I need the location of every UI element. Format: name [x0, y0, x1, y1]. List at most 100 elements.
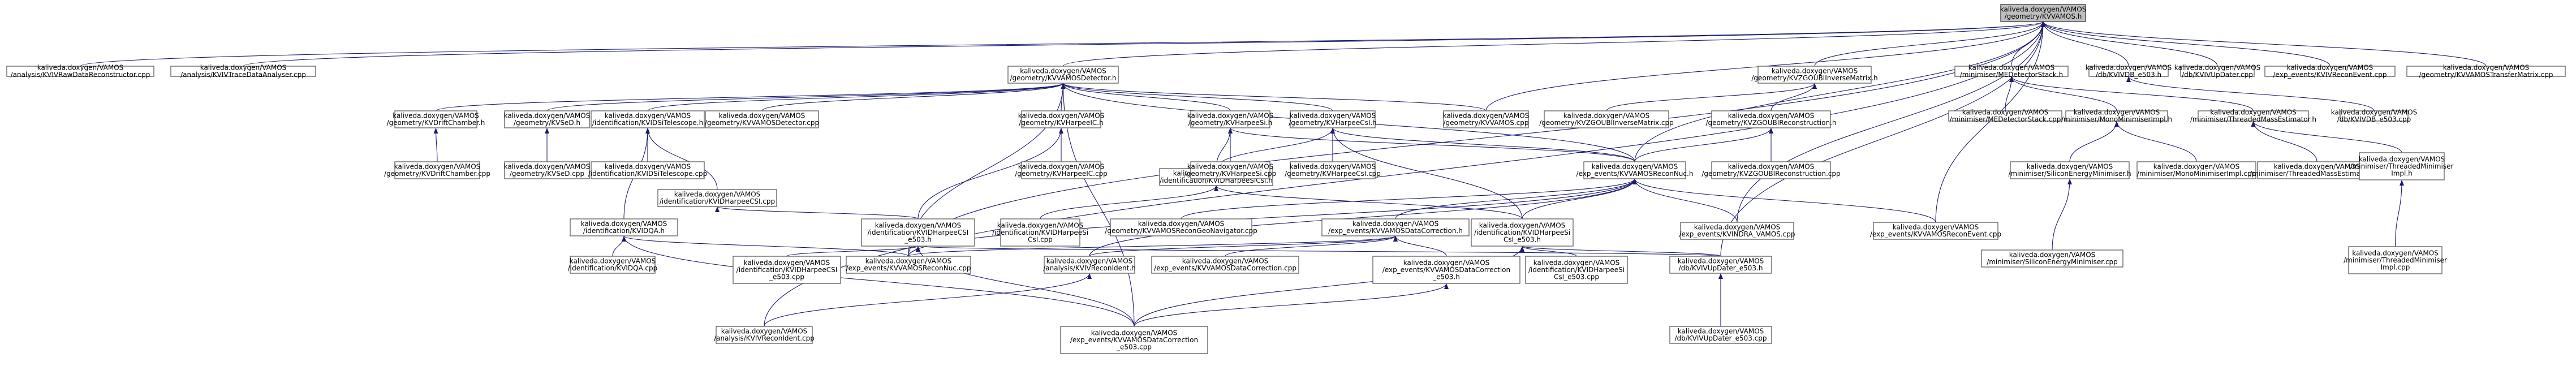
node-label-line: /minimiser/MonoMinimiserImpl.cpp — [2137, 170, 2256, 178]
file-node-recongeo_cpp[interactable]: kaliveda.doxygen/VAMOS/geometry/KVVAMOSR… — [1105, 218, 1257, 236]
node-box — [394, 161, 480, 179]
file-node-harpeecsi_e503_cpp[interactable]: kaliveda.doxygen/VAMOS/identification/KV… — [733, 256, 841, 284]
file-node-monomin_h[interactable]: kaliveda.doxygen/VAMOS/minimiser/MonoMin… — [2061, 109, 2172, 124]
edge-harpeecsi_e503_h-to-harpeecsi_id_cpp — [715, 206, 919, 219]
node-label-line: kaliveda.doxygen/VAMOS — [605, 112, 691, 120]
file-node-reconnuc_cpp[interactable]: kaliveda.doxygen/VAMOS/exp_events/KVVAMO… — [846, 256, 971, 274]
file-node-upd_cpp[interactable]: kaliveda.doxygen/VAMOS/db/KVIVUpDater.cp… — [2174, 64, 2261, 79]
file-node-recon_evt_cpp[interactable]: kaliveda.doxygen/VAMOS/exp_events/KVIVRe… — [2264, 64, 2396, 79]
node-box — [1321, 218, 1470, 236]
file-node-monomin_cpp[interactable]: kaliveda.doxygen/VAMOS/minimiser/MonoMin… — [2136, 161, 2256, 179]
file-node-sed_h[interactable]: kaliveda.doxygen/VAMOS/geometry/KVSeD.h — [504, 110, 591, 128]
file-node-zgoubi_rec_cpp[interactable]: kaliveda.doxygen/VAMOS/geometry/KVZGOUBI… — [1701, 161, 1841, 179]
file-node-harpeesi_csi_cpp[interactable]: kaliveda.doxygen/VAMOS/identification/KV… — [992, 218, 1088, 247]
file-node-ssi_tel_h[interactable]: kaliveda.doxygen/VAMOS/identification/KV… — [591, 110, 705, 128]
file-node-si_energy_cpp[interactable]: kaliveda.doxygen/VAMOS/minimiser/Silicon… — [1981, 249, 2123, 268]
node-label-line: kaliveda.doxygen/VAMOS — [1592, 163, 1678, 171]
node-label-line: kaliveda.doxygen/VAMOS — [1772, 67, 1858, 75]
file-node-harpeeic_h[interactable]: kaliveda.doxygen/VAMOS/geometry/KVHarpee… — [1018, 110, 1105, 128]
node-box — [2406, 66, 2566, 77]
file-node-datacorr_e503_h[interactable]: kaliveda.doxygen/VAMOS/exp_events/KVVAMO… — [1372, 256, 1520, 284]
node-label-line: kaliveda.doxygen/VAMOS — [865, 257, 952, 265]
file-node-indra_vamos_cpp[interactable]: kaliveda.doxygen/VAMOS/exp_events/KVINDR… — [1679, 222, 1795, 240]
file-node-datacorr_cpp[interactable]: kaliveda.doxygen/VAMOS/exp_events/KVVAMO… — [1151, 256, 1299, 274]
file-node-harpeecsi_e503_h[interactable]: kaliveda.doxygen/VAMOS/identification/KV… — [861, 218, 975, 247]
file-node-harpeecsi_cpp[interactable]: kaliveda.doxygen/VAMOS/geometry/KVHarpee… — [1285, 161, 1381, 179]
node-label-line: /db/KVIVUpDater_e503.h — [1679, 264, 1763, 272]
node-label-line: kaliveda.doxygen/VAMOS — [2074, 109, 2160, 117]
node-label-line: /identification/KVIDHarpeeCSI — [736, 266, 838, 274]
file-node-thr_min_cpp[interactable]: kaliveda.doxygen/VAMOS/minimiser/Threade… — [2344, 246, 2447, 274]
file-node-root[interactable]: kaliveda.doxygen/VAMOS/geometry/KVVAMOS.… — [2000, 4, 2087, 22]
file-node-idqa_h[interactable]: kaliveda.doxygen/VAMOS/identification/KV… — [570, 218, 678, 236]
node-box — [2359, 152, 2445, 180]
file-node-vamos_cpp[interactable]: kaliveda.doxygen/VAMOS/geometry/KVVAMOS.… — [1443, 110, 1530, 128]
node-label-line: /db/KVIVUpDater_e503.cpp — [1674, 334, 1767, 342]
file-node-thr_min_h[interactable]: kaliveda.doxygen/VAMOS/minimiser/Threade… — [2350, 152, 2454, 180]
file-node-drift_h[interactable]: kaliveda.doxygen/VAMOS/geometry/KVDriftC… — [387, 110, 485, 128]
file-node-vdb_e503_h[interactable]: kaliveda.doxygen/VAMOS/db/KVIVDB_e503.h — [2086, 64, 2172, 79]
file-node-datacorr_e503_cpp[interactable]: kaliveda.doxygen/VAMOS/exp_events/KVVAMO… — [1060, 326, 1208, 354]
file-node-reconnuc_h[interactable]: kaliveda.doxygen/VAMOS/exp_events/KVVAMO… — [1576, 161, 1694, 179]
node-box — [1981, 249, 2123, 268]
file-node-ana_trace[interactable]: kaliveda.doxygen/VAMOS/analysis/KVIVTrac… — [170, 64, 316, 79]
edge-reconnuc_h-to-harpeesi_h — [1228, 127, 1635, 162]
node-box — [2136, 161, 2256, 179]
node-box — [2180, 66, 2255, 77]
file-node-ssi_tel_cpp[interactable]: kaliveda.doxygen/VAMOS/identification/KV… — [588, 161, 708, 179]
file-node-det_cpp[interactable]: kaliveda.doxygen/VAMOS/geometry/KVVAMOSD… — [705, 110, 819, 128]
file-node-datacorr_h[interactable]: kaliveda.doxygen/VAMOS/exp_events/KVVAMO… — [1321, 218, 1470, 236]
node-box — [504, 161, 590, 179]
file-node-sed_cpp[interactable]: kaliveda.doxygen/VAMOS/geometry/KVSeD.cp… — [504, 161, 591, 179]
file-node-thr_est_h[interactable]: kaliveda.doxygen/VAMOS/minimiser/Threade… — [2190, 109, 2316, 124]
node-label-line: /exp_events/KVVAMOSDataCorrection.cpp — [1154, 264, 1296, 272]
node-label-line: /geometry/KVHarpeeSi.h — [1188, 119, 1272, 127]
node-box — [1873, 222, 1998, 240]
node-label-line: _e503.h — [904, 235, 932, 243]
file-node-harpeesi_csi_e503_h[interactable]: kaliveda.doxygen/VAMOS/identification/KV… — [1471, 218, 1574, 247]
node-label-line: kaliveda.doxygen/VAMOS — [1893, 223, 1979, 231]
file-node-det_h[interactable]: kaliveda.doxygen/VAMOS/geometry/KVVAMOSD… — [1007, 66, 1119, 84]
node-label-line: kaliveda.doxygen/VAMOS — [674, 191, 761, 199]
node-box — [1151, 256, 1299, 274]
node-label-line: kaliveda.doxygen/VAMOS — [2000, 6, 2087, 14]
file-node-upd_e503_cpp[interactable]: kaliveda.doxygen/VAMOS/db/KVIVUpDater_e5… — [1669, 326, 1772, 344]
file-node-mde_stack_h[interactable]: kaliveda.doxygen/VAMOS/minimiser/MEDetec… — [1954, 64, 2069, 79]
file-node-reconident_h[interactable]: kaliveda.doxygen/VAMOS/analysis/KVIVReco… — [1043, 256, 1136, 274]
node-label-line: kaliveda.doxygen/VAMOS — [2287, 64, 2373, 72]
file-node-zgoubi_rec_h[interactable]: kaliveda.doxygen/VAMOS/geometry/KVZGOUBI… — [1705, 110, 1837, 128]
node-label-line: /geometry/KVVAMOS.h — [2005, 12, 2082, 20]
edge-si_energy_cpp-to-si_energy_h — [2052, 178, 2072, 251]
node-box — [705, 110, 819, 128]
edge-upd_e503_h-to-harpeecsi_e503_h — [916, 246, 1721, 257]
node-label-line: kaliveda.doxygen/VAMOS — [581, 220, 667, 228]
file-node-zgoubi_inv_cpp[interactable]: kaliveda.doxygen/VAMOS/geometry/KVZGOUBI… — [1539, 110, 1674, 128]
file-node-mde_stack_cpp[interactable]: kaliveda.doxygen/VAMOS/minimiser/MEDetec… — [1948, 109, 2062, 124]
node-label-line: CsI.cpp — [1028, 235, 1053, 243]
node-label-line: kaliveda.doxygen/VAMOS — [1694, 223, 1781, 231]
file-node-harpeesi_cpp[interactable]: kaliveda.doxygen/VAMOS/geometry/KVHarpee… — [1184, 161, 1277, 179]
node-label-line: /minimiser/SiliconEnergyMinimiser.cpp — [1987, 258, 2118, 266]
file-node-upd_e503_h[interactable]: kaliveda.doxygen/VAMOS/db/KVIVUpDater_e5… — [1669, 256, 1772, 274]
file-node-si_energy_h[interactable]: kaliveda.doxygen/VAMOS/minimiser/Silicon… — [2008, 161, 2131, 179]
file-node-harpeesi_h[interactable]: kaliveda.doxygen/VAMOS/geometry/KVHarpee… — [1187, 110, 1274, 128]
node-label-line: kaliveda.doxygen/VAMOS — [1352, 220, 1439, 228]
file-node-harpeesi_csi_e503_cpp[interactable]: kaliveda.doxygen/VAMOS/identification/KV… — [1525, 256, 1628, 284]
file-node-thr_est_cpp[interactable]: kaliveda.doxygen/VAMOS/minimiser/Threade… — [2250, 161, 2384, 179]
file-node-drift_cpp[interactable]: kaliveda.doxygen/VAMOS/geometry/KVDriftC… — [384, 161, 490, 179]
file-node-vdb_e503_cpp[interactable]: kaliveda.doxygen/VAMOS/db/KVIVDB_e503.cp… — [2331, 109, 2418, 124]
file-node-reconevt_cpp[interactable]: kaliveda.doxygen/VAMOS/exp_events/KVVAMO… — [1870, 222, 2001, 240]
file-node-harpeecsi_id_cpp[interactable]: kaliveda.doxygen/VAMOS/identification/KV… — [657, 189, 777, 207]
file-node-harpeeic_cpp[interactable]: kaliveda.doxygen/VAMOS/geometry/KVHarpee… — [1015, 161, 1108, 179]
file-node-idqa_cpp[interactable]: kaliveda.doxygen/VAMOS/identification/KV… — [568, 256, 658, 274]
node-label-line: kaliveda.doxygen/VAMOS — [37, 64, 124, 72]
file-node-reconident_cpp[interactable]: kaliveda.doxygen/VAMOS/analysis/KVIVReco… — [714, 326, 815, 344]
node-box — [2340, 110, 2409, 122]
file-node-zgoubi_inv_h[interactable]: kaliveda.doxygen/VAMOS/geometry/KVZGOUBI… — [1751, 66, 1878, 84]
node-box — [846, 256, 971, 274]
node-label-line: /exp_events/KVVAMOSDataCorrection — [1382, 266, 1510, 274]
file-node-harpeecsi_h[interactable]: kaliveda.doxygen/VAMOS/geometry/KVHarpee… — [1289, 110, 1377, 128]
edge-harpeecsi_h-to-det_h — [1061, 83, 1333, 111]
file-node-ana_raw[interactable]: kaliveda.doxygen/VAMOS/analysis/KVIVRawD… — [6, 64, 154, 79]
file-node-transfer_cpp[interactable]: kaliveda.doxygen/VAMOS/geometry/KVVAMOST… — [2406, 64, 2566, 79]
